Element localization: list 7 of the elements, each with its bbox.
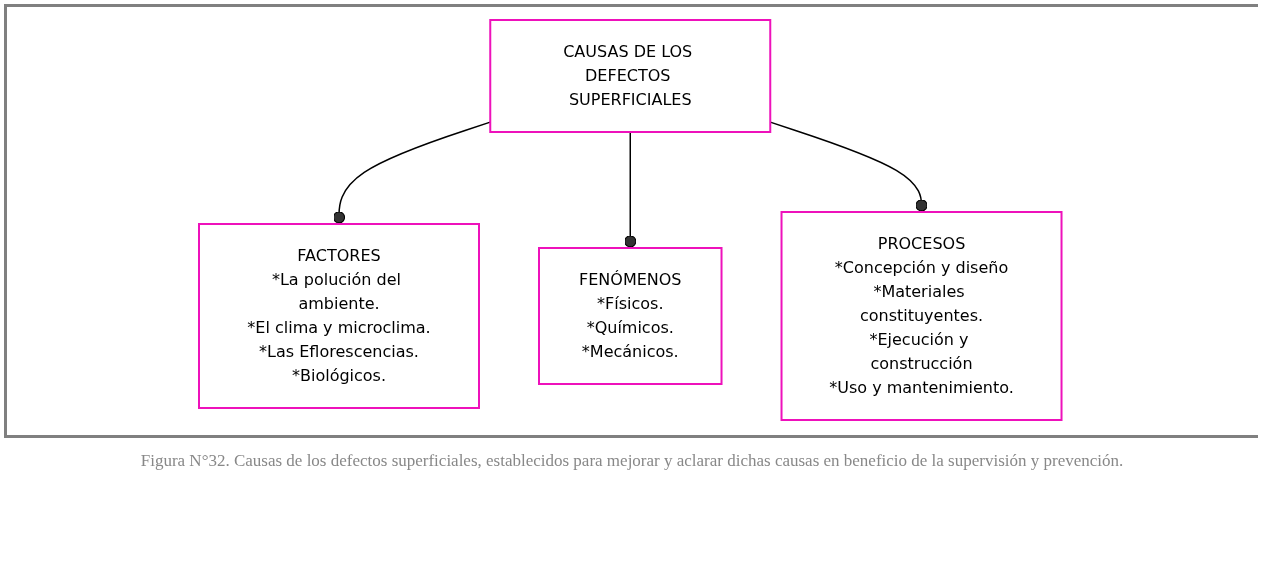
- node-box: FACTORES *La polución del ambiente. *El clima y microclima. *Las Eflorescencias. *Biológicos.: [197, 223, 480, 409]
- node-box: PROCESOS *Concepción y diseño *Materiales constituyentes. *Ejecución y construcción *Uso y mantenimiento.: [780, 211, 1063, 421]
- connector: [769, 121, 928, 213]
- node-box: FENÓMENOS *Físicos. *Químicos. *Mecánicos.: [537, 247, 723, 385]
- figure-caption: Figura N°32. Causas de los defectos superficiales, establecidos para mejorar y aclarar dichas causas en beneficio de la supervisión y prevención.: [139, 450, 1125, 472]
- node-box: CAUSAS DE LOS DEFECTOS SUPERFICIALES: [489, 19, 771, 133]
- connector: [623, 131, 637, 249]
